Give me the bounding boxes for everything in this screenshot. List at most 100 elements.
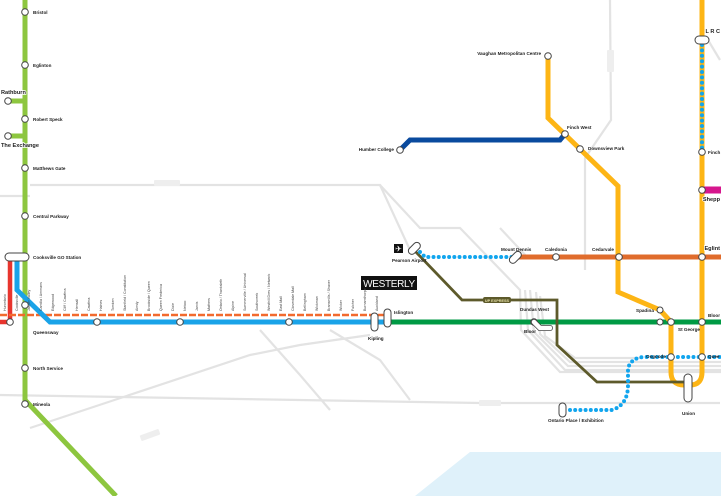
dundas-stop-label: Queen Frederica [159, 284, 163, 311]
station-red-terminus[interactable] [6, 318, 14, 326]
station-islington[interactable] [383, 308, 392, 328]
label-downsview-park: Downsview Park [588, 146, 625, 151]
dundas-stop-label: East Mall [279, 296, 283, 311]
station-north-service[interactable] [21, 364, 29, 372]
station-eglinton-hurontario[interactable] [21, 61, 29, 69]
station-matthews-gate[interactable] [21, 164, 29, 172]
label-humber-college: Humber College [359, 147, 395, 152]
label-cedarvale: Cedarvale [592, 247, 614, 252]
dundas-stop-label: Cloverdale Mall [291, 286, 295, 311]
dundas-stop-label: Wickman [315, 296, 319, 311]
label-matthews-gate: Matthews Gate [33, 166, 66, 171]
dundas-stop-label: Ainsly [135, 301, 139, 311]
label-rathburn: Rathburn [1, 90, 26, 96]
westerly-logo-text: WESTERLY [363, 279, 415, 290]
station-union[interactable] [683, 373, 693, 403]
dundas-stop-label: Southcreek [255, 293, 259, 311]
up-express-label: UP EXPRESS [485, 299, 510, 303]
label-top-right: L R C [705, 29, 720, 35]
station-mineola[interactable] [21, 400, 29, 408]
station-st-george[interactable] [667, 318, 675, 326]
dundas-stop-label: Ontario / Thanksleth [219, 279, 223, 311]
label-finch: Finch [708, 150, 720, 155]
station-robert-speck[interactable] [21, 115, 29, 123]
label-cooksville-go: Cooksville GO Station [33, 255, 81, 260]
station-bristol[interactable] [21, 8, 29, 16]
dundas-stop-label: Summerville / Universal [243, 273, 247, 311]
station-finch[interactable] [698, 148, 706, 156]
station-downsview-park[interactable] [576, 145, 584, 153]
line1-yellow [545, 0, 705, 388]
station-osgoode[interactable] [667, 353, 675, 361]
station-labels: Bristol Eglinton Rathburn Robert Speck T… [0, 10, 721, 423]
station-dundas-brt[interactable] [93, 318, 101, 326]
label-finch-west: Finch West [567, 125, 592, 130]
dundas-stop-label: Dixie [171, 303, 175, 311]
dundas-stop-label: Edgewood [51, 294, 55, 311]
lake-ontario [415, 452, 721, 496]
station-humber-college[interactable] [396, 146, 404, 154]
station-dundas-brt[interactable] [176, 318, 184, 326]
station-the-exchange[interactable] [4, 132, 12, 140]
dundas-stop-label: Burnamthorpe [363, 288, 367, 311]
dundas-stop-label: Hurontario [3, 294, 7, 311]
dundas-stop-label: Auckland [375, 296, 379, 311]
label-bristol: Bristol [33, 10, 48, 15]
label-central-parkway: Central Parkway [33, 214, 69, 219]
station-caledonia[interactable] [552, 253, 560, 261]
station-mount-dennis[interactable] [508, 250, 523, 265]
dundas-stop-label: Jasper Valley [27, 289, 31, 311]
station-sheppard[interactable] [698, 186, 706, 194]
up-express-line [412, 249, 688, 384]
up-express-badge [483, 297, 511, 303]
label-mineola: Mineola [33, 402, 51, 407]
road-label [607, 50, 614, 72]
dundas-stop-label: Alpine [231, 301, 235, 311]
station-bloor-yonge[interactable] [698, 318, 706, 326]
finch-west-line [398, 132, 567, 152]
station-rathburn[interactable] [4, 97, 12, 105]
dundas-stop-label: Bellingham [303, 293, 307, 311]
airplane-icon [394, 244, 403, 253]
label-islington: Islington [394, 310, 413, 315]
dundas-stop-label: Haines [99, 300, 103, 311]
station-spadina-line2[interactable] [656, 318, 664, 326]
station-kipling[interactable] [370, 312, 379, 332]
road-label [154, 180, 180, 186]
dundas-stop-label: Nebco [183, 301, 187, 311]
label-robert-speck: Robert Speck [33, 117, 63, 122]
label-queen: Quee [708, 354, 720, 359]
dundas-stop-label: Hensall [75, 299, 79, 311]
station-central-parkway[interactable] [21, 212, 29, 220]
station-pearson-airport[interactable] [407, 241, 422, 256]
label-dundas-west: Dundas West [520, 307, 549, 312]
dundas-stop-label: Westhill Dres / Network [267, 274, 271, 311]
westerly-logo [361, 276, 417, 290]
station-spadina[interactable] [656, 306, 664, 314]
label-sheppard: Shepp [703, 197, 721, 203]
dundas-stop-label: Cooksville [15, 295, 19, 311]
dundas-stop-label: Fulcher [351, 298, 355, 311]
dundas-stop-label: Camilla / Ammans [39, 282, 43, 311]
label-union: Union [682, 411, 695, 416]
station-cooksville-go[interactable] [4, 252, 30, 262]
dundas-stop-label: Cawthra [87, 298, 91, 311]
dundas-brt-line [14, 258, 385, 325]
station-queensway[interactable] [21, 301, 29, 309]
station-dundas-brt[interactable] [285, 318, 293, 326]
dundas-stop-label: Brookside / Queen [147, 281, 151, 311]
label-caledonia: Caledonia [545, 247, 567, 252]
label-spadina: Spadina [636, 308, 654, 313]
station-vaughan[interactable] [544, 52, 552, 60]
red-line [0, 258, 13, 325]
station-finch-west[interactable] [561, 130, 569, 138]
station-queen[interactable] [698, 353, 706, 361]
station-cedarvale[interactable] [615, 253, 623, 261]
station-eglinton-yonge[interactable] [698, 253, 706, 261]
dundas-stop-labels: Hurontario Cooksville Jasper Valley Camilla… [3, 273, 379, 311]
label-eglinton: Eglinton [33, 63, 52, 68]
station-top-right[interactable] [694, 35, 710, 45]
station-ontario-place[interactable] [558, 402, 567, 418]
station-bloor-connector[interactable] [531, 319, 553, 331]
road-label [139, 429, 161, 441]
